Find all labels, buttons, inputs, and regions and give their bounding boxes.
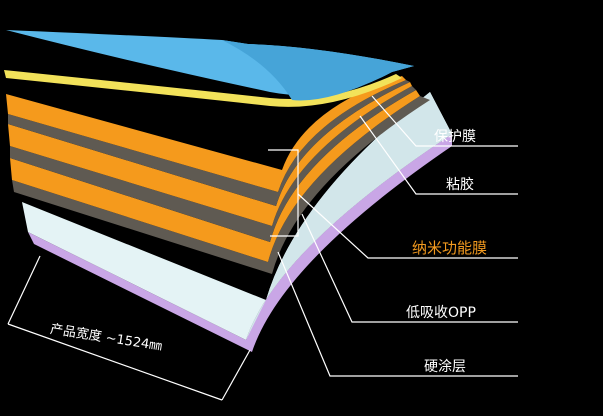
- label-adhesive: 粘胶: [446, 177, 474, 193]
- leader-opp: [301, 213, 518, 323]
- opp-layer-side: [246, 92, 452, 340]
- nano-sheet-orange-3: [6, 76, 406, 192]
- label-opp: 低吸收OPP: [406, 305, 476, 321]
- label-protective-film: 保护膜: [434, 129, 476, 145]
- leader-hardcoat: [277, 251, 518, 377]
- width-dimension-right: [221, 349, 251, 401]
- label-hard-coat: 硬涂层: [424, 359, 466, 375]
- opp-layer: [22, 92, 452, 340]
- nano-bracket: [268, 149, 299, 237]
- nano-sheet-orange-2: [8, 82, 412, 226]
- nano-sheet-gray-3: [8, 80, 410, 206]
- leader-nano: [297, 193, 518, 259]
- nano-sheet-orange-1: [10, 90, 420, 262]
- width-dimension-line: [7, 255, 41, 325]
- nano-sheet-gray-2: [10, 86, 416, 242]
- label-nano-film: 纳米功能膜: [412, 239, 488, 257]
- width-dimension-base: [7, 323, 223, 401]
- leader-protective: [371, 95, 518, 147]
- leader-adhesive: [359, 115, 518, 195]
- protective-film-curl: [222, 40, 414, 101]
